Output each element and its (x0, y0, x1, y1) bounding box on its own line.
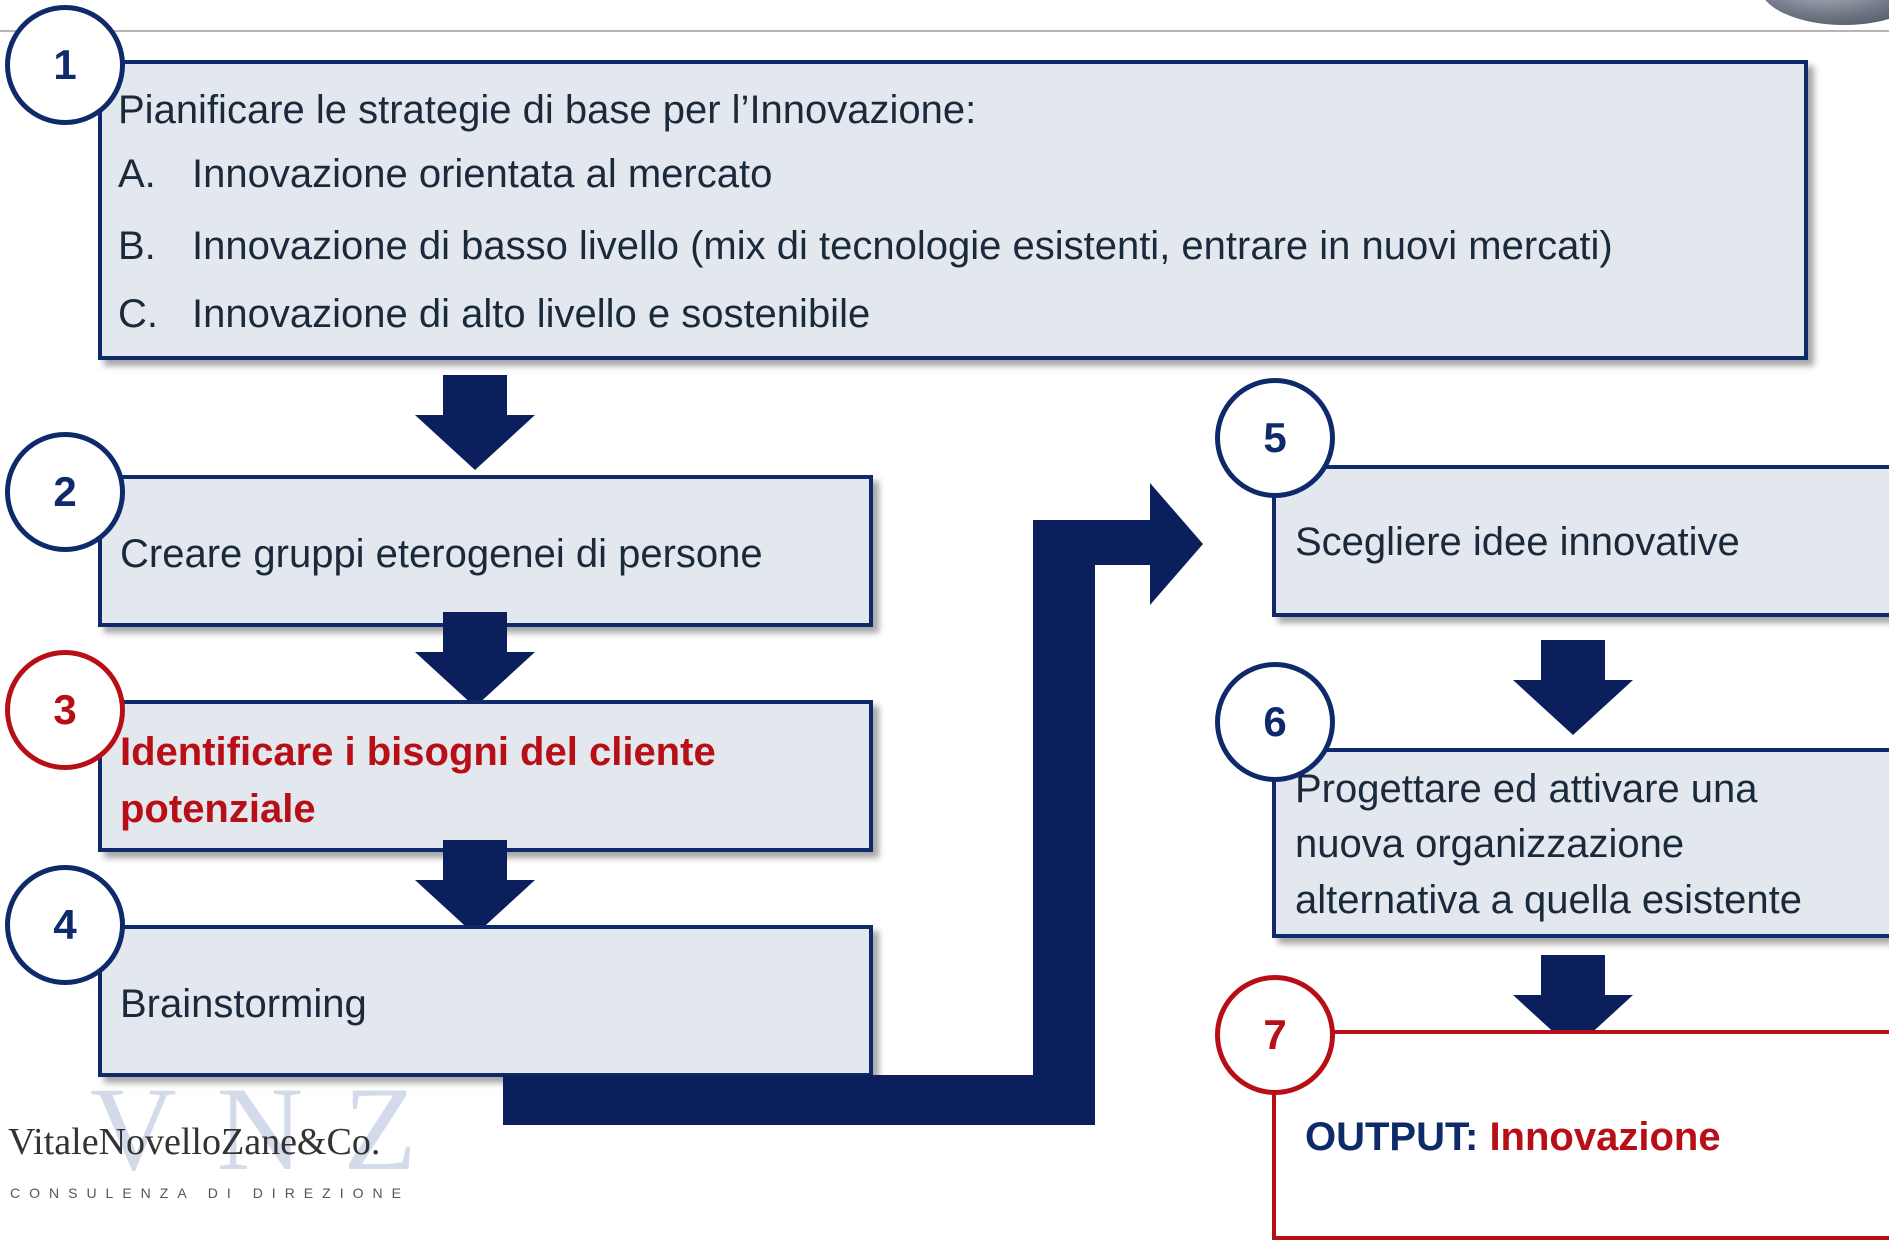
step-6-line-1: Progettare ed attivare una (1295, 767, 1758, 811)
step-6-line-3: alternativa a quella esistente (1295, 878, 1802, 922)
step-2-text: Creare gruppi eterogenei di persone (120, 532, 763, 576)
step-1-item-b-letter: B. (118, 224, 156, 268)
arrow-6-to-7 (1513, 955, 1633, 1050)
step-2-box (98, 475, 873, 627)
step-1-title: Pianificare le strategie di base per l’I… (118, 88, 977, 132)
step-3-line-2: potenziale (120, 787, 316, 831)
step-1-item-a: A. Innovazione orientata al mercato (118, 152, 772, 197)
step-7-output: OUTPUT: Innovazione (1305, 1113, 1721, 1161)
arrow-1-to-2 (415, 375, 535, 470)
arrow-5-to-6 (1513, 640, 1633, 735)
top-rule (0, 30, 1889, 32)
step-5-box (1272, 465, 1889, 617)
step-5-number: 5 (1215, 378, 1335, 498)
step-3-line-1: Identificare i bisogni del cliente (120, 730, 716, 774)
step-1-item-c: C. Innovazione di alto livello e sostenib… (118, 292, 870, 337)
step-6-number: 6 (1215, 662, 1335, 782)
arrow-4-to-5 (457, 483, 1203, 1125)
step-2-number: 2 (5, 432, 125, 552)
step-7-output-highlight: Innovazione (1489, 1115, 1721, 1159)
step-4-text: Brainstorming (120, 982, 367, 1026)
company-logo: VNZ VitaleNovelloZane&Co. CONSULENZA DI … (0, 1062, 440, 1228)
logo-company-name: VitaleNovelloZane&Co. (8, 1121, 381, 1163)
step-1-item-c-text: Innovazione di alto livello e sostenibil… (192, 292, 871, 336)
logo-watermark-letters: VNZ (90, 1062, 457, 1195)
step-1-number: 1 (5, 5, 125, 125)
step-6-box (1272, 748, 1889, 938)
logo-subtitle: CONSULENZA DI DIREZIONE (10, 1185, 410, 1201)
arrow-3-to-4 (415, 840, 535, 935)
step-1-box (98, 60, 1808, 360)
step-7-output-prefix: OUTPUT: (1305, 1115, 1490, 1159)
step-3-number: 3 (5, 650, 125, 770)
step-1-item-a-letter: A. (118, 152, 156, 196)
step-1-item-c-letter: C. (118, 292, 158, 336)
stone-decoration (1759, 0, 1889, 25)
arrow-2-to-3 (415, 612, 535, 707)
step-4-number: 4 (5, 865, 125, 985)
step-7-number: 7 (1215, 975, 1335, 1095)
step-1-item-b-text: Innovazione di basso livello (mix di tec… (192, 224, 1613, 268)
step-5-text: Scegliere idee innovative (1295, 520, 1740, 564)
step-6-line-2: nuova organizzazione (1295, 822, 1685, 866)
step-1-item-a-text: Innovazione orientata al mercato (192, 152, 773, 196)
step-4-box (98, 925, 873, 1077)
step-1-item-b: B. Innovazione di basso livello (mix di t… (118, 224, 1613, 269)
